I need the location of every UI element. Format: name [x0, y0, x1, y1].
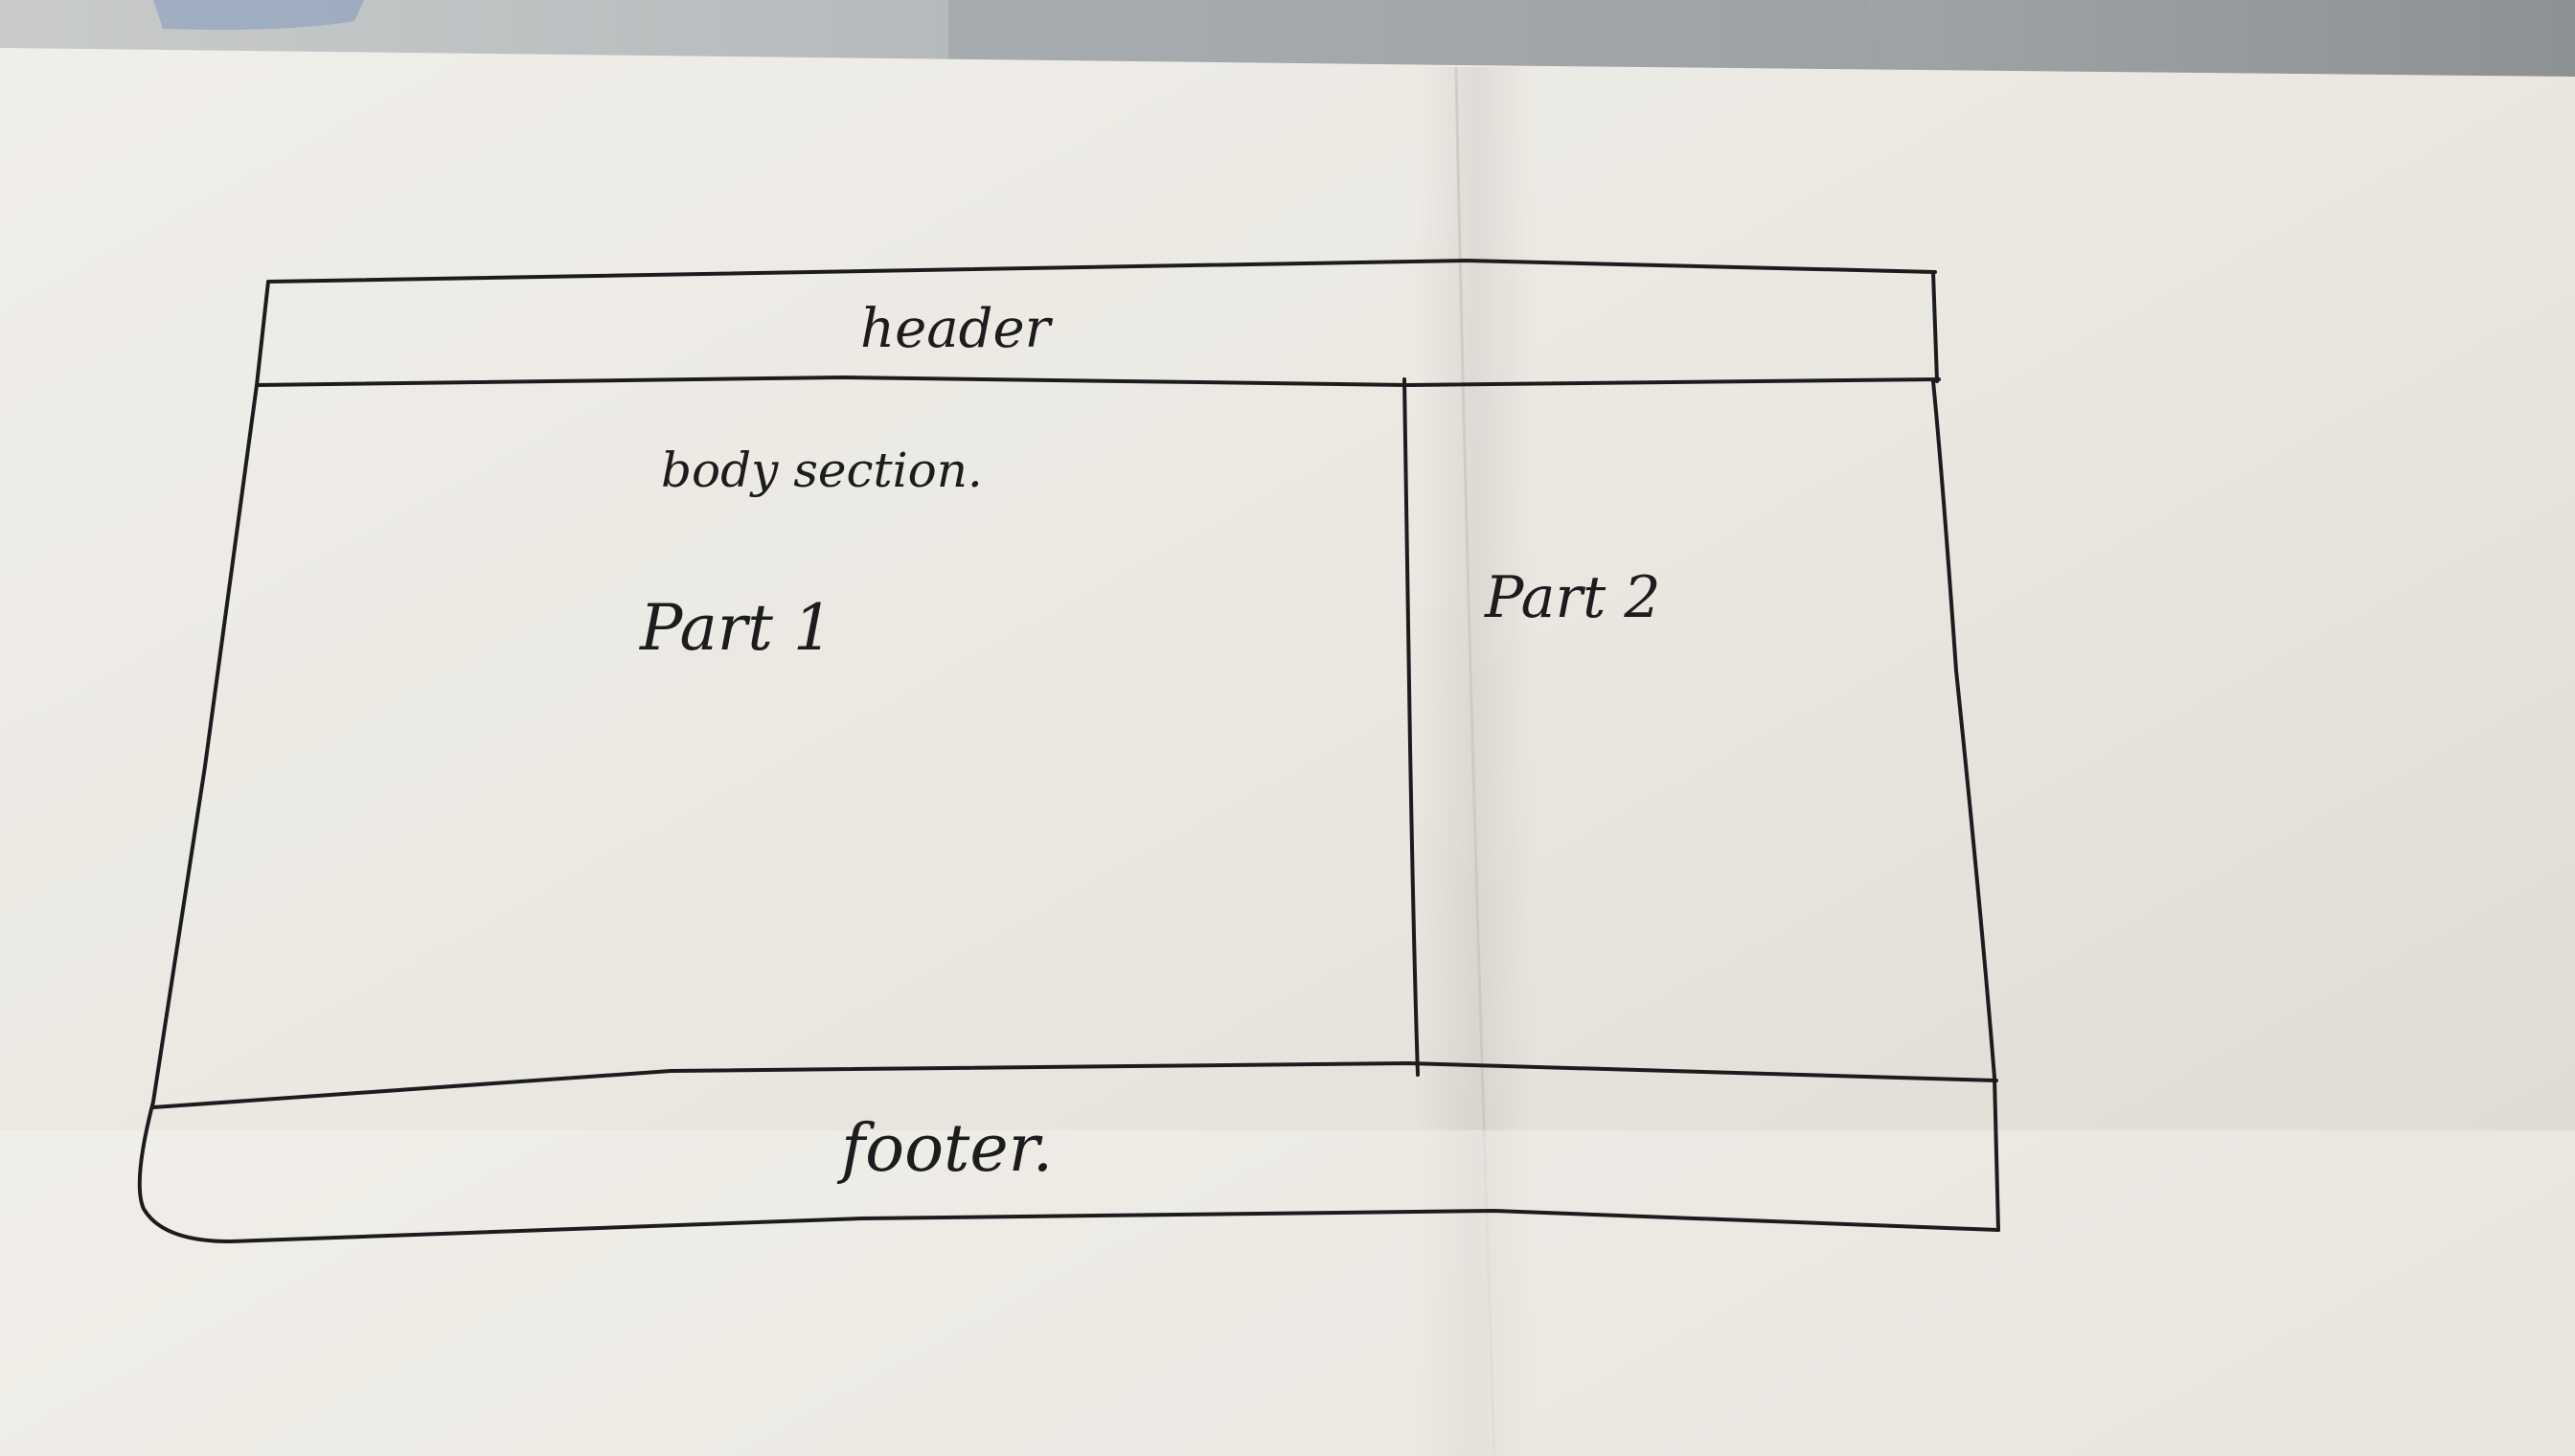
- body-section-label: body section.: [661, 443, 983, 498]
- light-patch: [0, 1130, 2575, 1456]
- outer-left-edge: [137, 280, 270, 1243]
- fold-line: [1454, 66, 1496, 1456]
- part1-label: Part 1: [639, 591, 833, 665]
- header-divider: [255, 375, 1941, 387]
- paper-fold: [1418, 67, 1533, 1456]
- laptop-shadow: [948, 0, 1887, 77]
- part-divider: [1402, 377, 1420, 1077]
- header-label: header: [860, 298, 1054, 360]
- footer-divider: [151, 1061, 1998, 1109]
- outer-right-edge: [1931, 379, 2000, 1232]
- outer-top-edge: [266, 259, 1937, 284]
- paper-sheet: [0, 48, 2575, 1456]
- footer-label: footer.: [836, 1111, 1053, 1187]
- part2-label: Part 2: [1484, 564, 1661, 631]
- blue-object: [153, 0, 364, 30]
- wireframe-drawing: [137, 259, 2000, 1243]
- header-right-edge: [1931, 270, 1939, 383]
- outer-bottom-edge: [228, 1209, 2000, 1243]
